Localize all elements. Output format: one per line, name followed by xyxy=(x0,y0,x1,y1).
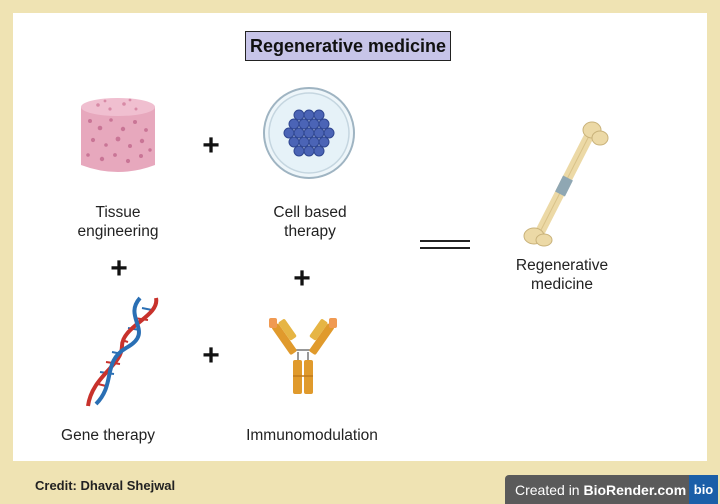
biorender-badge[interactable]: Created in BioRender.com bio xyxy=(505,475,718,504)
label-immunomodulation: Immunomodulation xyxy=(246,427,378,444)
scaffold-icon xyxy=(81,98,155,172)
credit-text: Credit: Dhaval Shejwal xyxy=(35,478,176,493)
bone-icon xyxy=(523,121,609,247)
antibody-icon xyxy=(269,318,337,394)
plus-sign: + xyxy=(110,252,128,285)
biorender-text: Created in BioRender.com xyxy=(515,481,687,498)
diagram-title: Regenerative medicine xyxy=(245,31,451,61)
label-cell-based-therapy: Cell based therapy xyxy=(273,204,347,240)
plus-sign: + xyxy=(202,339,220,372)
dna-icon xyxy=(86,296,159,407)
biorender-logo-icon: bio xyxy=(689,475,718,504)
label-gene-therapy: Gene therapy xyxy=(61,427,155,444)
plus-sign: + xyxy=(293,262,311,295)
label-tissue-engineering: Tissue engineering xyxy=(77,204,159,240)
equals-sign xyxy=(420,240,470,254)
label-regenerative-medicine: Regenerative medicine xyxy=(515,257,609,293)
plus-sign: + xyxy=(202,129,220,162)
petri-dish-icon xyxy=(263,87,355,179)
diagram-panel xyxy=(13,13,707,461)
